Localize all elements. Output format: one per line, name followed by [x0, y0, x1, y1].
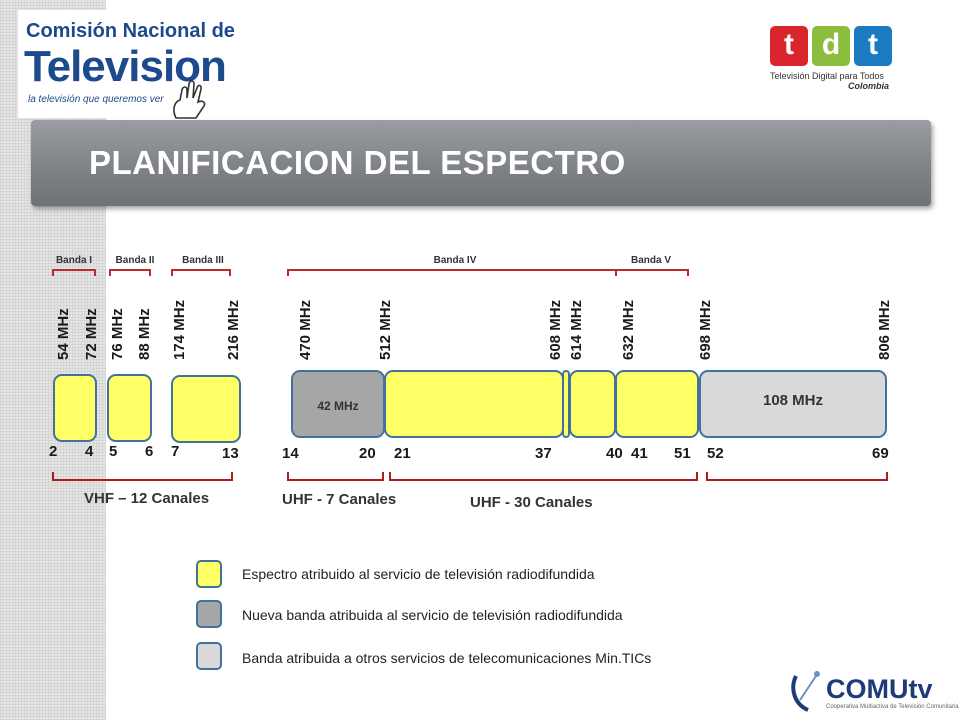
channel-number-5: 5 — [109, 443, 117, 460]
channel-number-6: 6 — [145, 443, 153, 460]
block-ch38-40 — [569, 370, 616, 438]
legend-swatch-new — [196, 600, 222, 628]
block-ch14-20-label: 42 MHz — [317, 399, 358, 413]
band-label-banda-v: Banda V — [631, 255, 671, 266]
channel-number-14: 14 — [282, 445, 299, 462]
band-label-banda-i: Banda I — [56, 255, 92, 266]
bracket-ch52-69 — [706, 472, 888, 481]
block-ch7-13 — [171, 375, 241, 443]
channel-number-7: 7 — [171, 443, 179, 460]
bracket-uhf-7 — [287, 472, 384, 481]
group-label-uhf-7-canales: UHF - 7 Canales — [282, 491, 396, 508]
band-bracket-banda-iv — [287, 269, 617, 276]
tdt-country: Colombia — [848, 81, 890, 91]
group-label-uhf-30-canales: UHF - 30 Canales — [470, 494, 593, 511]
freq-label-72-mhz: 72 MHz — [83, 308, 100, 360]
channel-number-69: 69 — [872, 445, 889, 462]
legend-label-other: Banda atribuida a otros servicios de tel… — [242, 650, 652, 666]
title-bar: PLANIFICACION DEL ESPECTRO — [31, 120, 931, 206]
band-bracket-banda-v — [615, 269, 689, 276]
freq-label-608-mhz: 608 MHz — [547, 300, 564, 360]
freq-label-614-mhz: 614 MHz — [568, 300, 585, 360]
legend-swatch-broadcast — [196, 560, 222, 588]
freq-label-54-mhz: 54 MHz — [55, 308, 72, 360]
cntv-logo: Comisión Nacional de Television la telev… — [18, 10, 238, 119]
band-bracket-banda-iii — [171, 269, 231, 276]
comutv-logo-text: COMUtv — [826, 674, 933, 704]
bracket-vhf — [52, 472, 233, 481]
channel-number-37: 37 — [535, 445, 552, 462]
band-bracket-banda-ii — [109, 269, 151, 276]
band-bracket-banda-i — [52, 269, 96, 276]
freq-label-216-mhz: 216 MHz — [225, 300, 242, 360]
channel-number-13: 13 — [222, 445, 239, 462]
legend-label-broadcast: Espectro atribuido al servicio de televi… — [242, 566, 595, 582]
channel-number-52: 52 — [707, 445, 724, 462]
satellite-dish-icon — [791, 671, 820, 712]
block-ch5-6 — [107, 374, 152, 442]
band-label-banda-ii: Banda II — [116, 255, 155, 266]
channel-number-40: 40 — [606, 445, 623, 462]
freq-label-174-mhz: 174 MHz — [171, 300, 188, 360]
block-ch52-69 — [699, 370, 887, 438]
freq-label-470-mhz: 470 MHz — [297, 300, 314, 360]
block-ch52-69-label: 108 MHz — [763, 392, 823, 409]
channel-number-21: 21 — [394, 445, 411, 462]
bracket-uhf-30 — [389, 472, 698, 481]
channel-number-51: 51 — [674, 445, 691, 462]
freq-label-632-mhz: 632 MHz — [620, 300, 637, 360]
tdt-letter-t1: t — [770, 26, 808, 66]
freq-label-512-mhz: 512 MHz — [377, 300, 394, 360]
band-label-banda-iv: Banda IV — [434, 255, 477, 266]
channel-number-20: 20 — [359, 445, 376, 462]
legend-swatch-other — [196, 642, 222, 670]
page-title: PLANIFICACION DEL ESPECTRO — [89, 144, 626, 181]
channel-number-2: 2 — [49, 443, 57, 460]
block-ch37 — [562, 370, 570, 438]
block-ch2-4 — [53, 374, 97, 442]
tdt-letter-t2: t — [854, 26, 892, 66]
freq-label-88-mhz: 88 MHz — [136, 308, 153, 360]
freq-label-806-mhz: 806 MHz — [876, 300, 893, 360]
cntv-logo-line1: Comisión Nacional de — [26, 20, 235, 42]
comutv-logo-subtitle: Cooperativa Multiactiva de Televisión Co… — [826, 704, 959, 710]
freq-label-698-mhz: 698 MHz — [697, 300, 714, 360]
legend-label-new: Nueva banda atribuida al servicio de tel… — [242, 607, 623, 623]
channel-number-4: 4 — [85, 443, 94, 460]
comutv-logo: COMUtv Cooperativa Multiactiva de Televi… — [790, 660, 959, 720]
block-ch41-51 — [615, 370, 699, 438]
block-ch21-36 — [384, 370, 564, 438]
channel-number-41: 41 — [631, 445, 648, 462]
group-label-vhf-12-canales: VHF – 12 Canales — [84, 490, 209, 507]
freq-label-76-mhz: 76 MHz — [109, 308, 126, 360]
tdt-letter-d: d — [812, 26, 850, 66]
tdt-subtitle: Televisión Digital para Todos — [770, 71, 884, 81]
hand-icon — [173, 80, 206, 119]
tdt-logo: t d t Televisión Digital para Todos Colo… — [770, 22, 910, 92]
cntv-logo-tagline: la televisión que queremos ver — [28, 94, 164, 105]
band-label-banda-iii: Banda III — [182, 255, 224, 266]
